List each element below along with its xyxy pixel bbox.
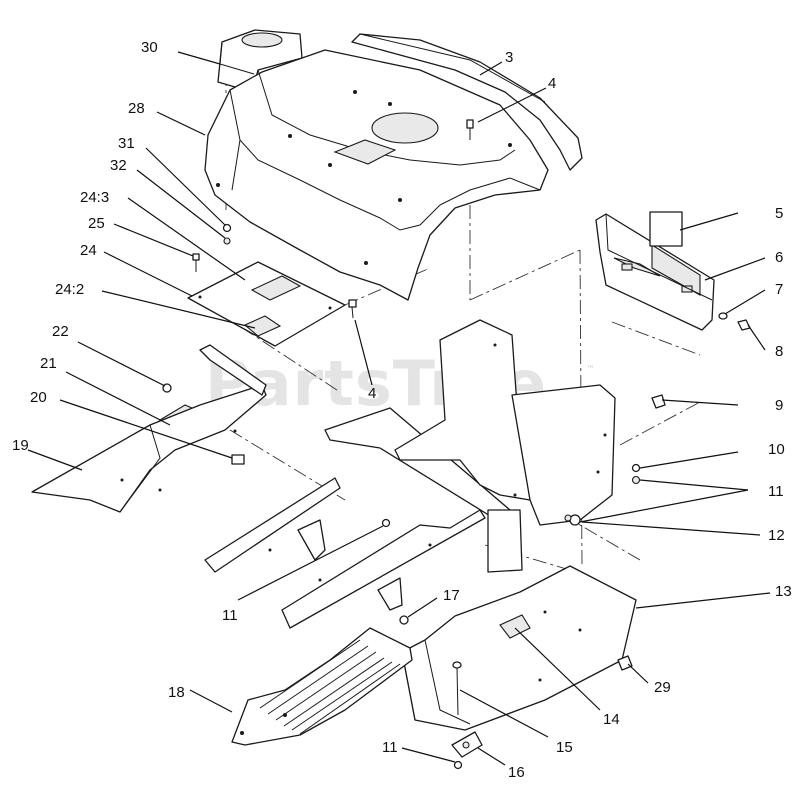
part-30-console-cap (217, 29, 303, 93)
callout-22: 22 (52, 323, 69, 340)
part-16-clamp (451, 731, 483, 758)
part-11-nut-frame (381, 518, 391, 528)
callout-24-2: 24:2 (55, 281, 84, 298)
callout-4: 4 (548, 75, 556, 92)
part-31-32-nut-washer (222, 223, 232, 245)
callout-labels: 30 28 3 4 31 32 24:3 25 24 24:2 5 6 7 8 … (12, 39, 792, 781)
callout-11-right: 11 (768, 483, 784, 500)
callout-28: 28 (128, 100, 145, 117)
watermark-trademark: ™ (586, 365, 595, 375)
part-10-11-nut-washer (631, 463, 641, 485)
part-17-plug (399, 615, 409, 625)
part-25-screw (192, 253, 200, 272)
part-11-nut-bottom (453, 760, 463, 770)
part-29-bolt (617, 655, 633, 671)
callout-8: 8 (775, 343, 783, 360)
part-4-bolt-top (466, 119, 474, 140)
part-5-decal (649, 211, 683, 247)
callout-7: 7 (775, 281, 783, 298)
callout-6: 6 (775, 249, 783, 266)
callout-5: 5 (775, 205, 783, 222)
part-6-rear-panel (595, 213, 715, 331)
callout-13: 13 (775, 583, 792, 600)
callout-9: 9 (775, 397, 783, 414)
part-15-bolt (452, 661, 462, 716)
callout-32: 32 (110, 157, 127, 174)
part-13-right-footrest (401, 565, 637, 731)
callout-25: 25 (88, 215, 105, 232)
callout-19: 19 (12, 437, 29, 454)
part-19-left-footrest (31, 344, 267, 513)
callout-3: 3 (505, 49, 513, 66)
callout-24-3: 24:3 (80, 189, 109, 206)
callout-12: 12 (768, 527, 785, 544)
callout-14: 14 (603, 711, 620, 728)
part-7-8-washer-bolt (718, 312, 751, 331)
callout-31: 31 (118, 135, 135, 152)
part-3-trim-strip (351, 33, 583, 171)
callout-15: 15 (556, 739, 573, 756)
seat-support-bracket (394, 319, 616, 573)
callout-20: 20 (30, 389, 47, 406)
part-12-bolt (564, 514, 581, 526)
part-28-body-shroud (204, 49, 549, 301)
callout-18: 18 (168, 684, 185, 701)
callout-16: 16 (508, 764, 525, 781)
part-4-bolt-side (348, 299, 357, 319)
leader-lines (27, 51, 771, 766)
callout-29: 29 (654, 679, 671, 696)
callout-10: 10 (768, 441, 785, 458)
callout-24: 24 (80, 242, 97, 259)
callout-11-frame: 11 (222, 607, 238, 624)
part-9-clip (651, 394, 666, 409)
callout-30: 30 (141, 39, 158, 56)
callout-17: 17 (443, 587, 460, 604)
frame-rails (204, 407, 511, 629)
part-18-floor-mat (231, 627, 413, 746)
callout-4-side: 4 (368, 385, 376, 402)
part-24-cover-plate (187, 261, 346, 347)
callout-21: 21 (40, 355, 57, 372)
callout-11-bottom: 11 (382, 739, 398, 756)
